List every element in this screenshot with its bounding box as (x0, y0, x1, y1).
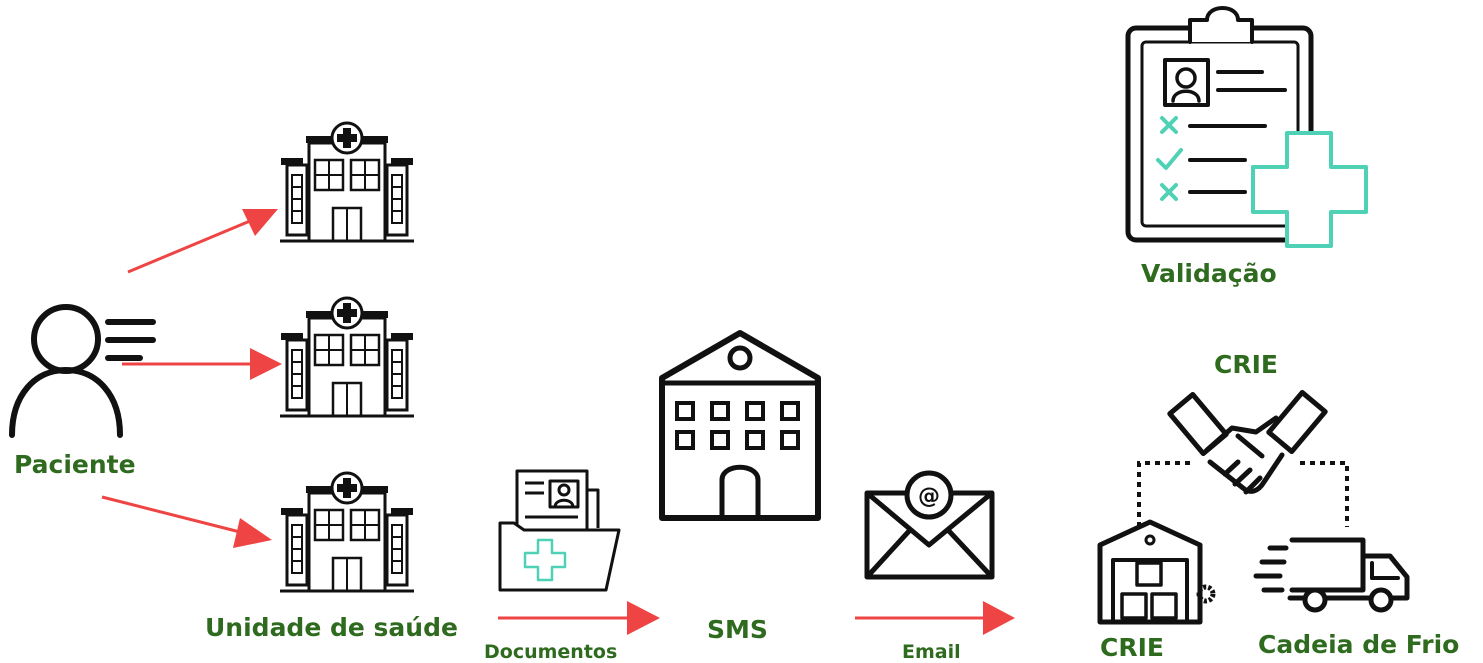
arrow-documents (498, 601, 660, 635)
validation-label: Validação (1141, 259, 1277, 288)
arrow-patient-to-hospital-1 (127, 209, 278, 274)
hospital-icon (278, 296, 416, 418)
hospital-icon (278, 471, 416, 593)
patient-icon (9, 304, 156, 438)
sms-building-icon (659, 330, 821, 521)
email-label: Email (902, 641, 961, 663)
crie-warehouse-label: CRIE (1100, 633, 1164, 662)
health-unit-label: Unidade de saúde (205, 613, 458, 642)
arrow-email (855, 601, 1015, 635)
arrow-patient-to-hospital-2 (122, 348, 282, 380)
documents-label: Documentos (484, 641, 618, 663)
sms-label: SMS (707, 615, 768, 644)
email-icon: @ (864, 470, 995, 580)
warehouse-icon (1097, 519, 1216, 625)
documents-folder-icon (498, 469, 621, 592)
crie-handshake-label: CRIE (1214, 350, 1278, 379)
svg-text:@: @ (918, 484, 940, 509)
patient-label: Paciente (14, 450, 136, 479)
handshake-icon (1167, 389, 1328, 495)
delivery-truck-icon (1253, 537, 1410, 613)
dotted-connector (1137, 461, 1349, 527)
cold-chain-label: Cadeia de Frio (1258, 630, 1460, 659)
hospital-icon (278, 121, 416, 243)
arrow-patient-to-hospital-3 (101, 495, 272, 548)
validation-clipboard-icon (1125, 6, 1368, 248)
